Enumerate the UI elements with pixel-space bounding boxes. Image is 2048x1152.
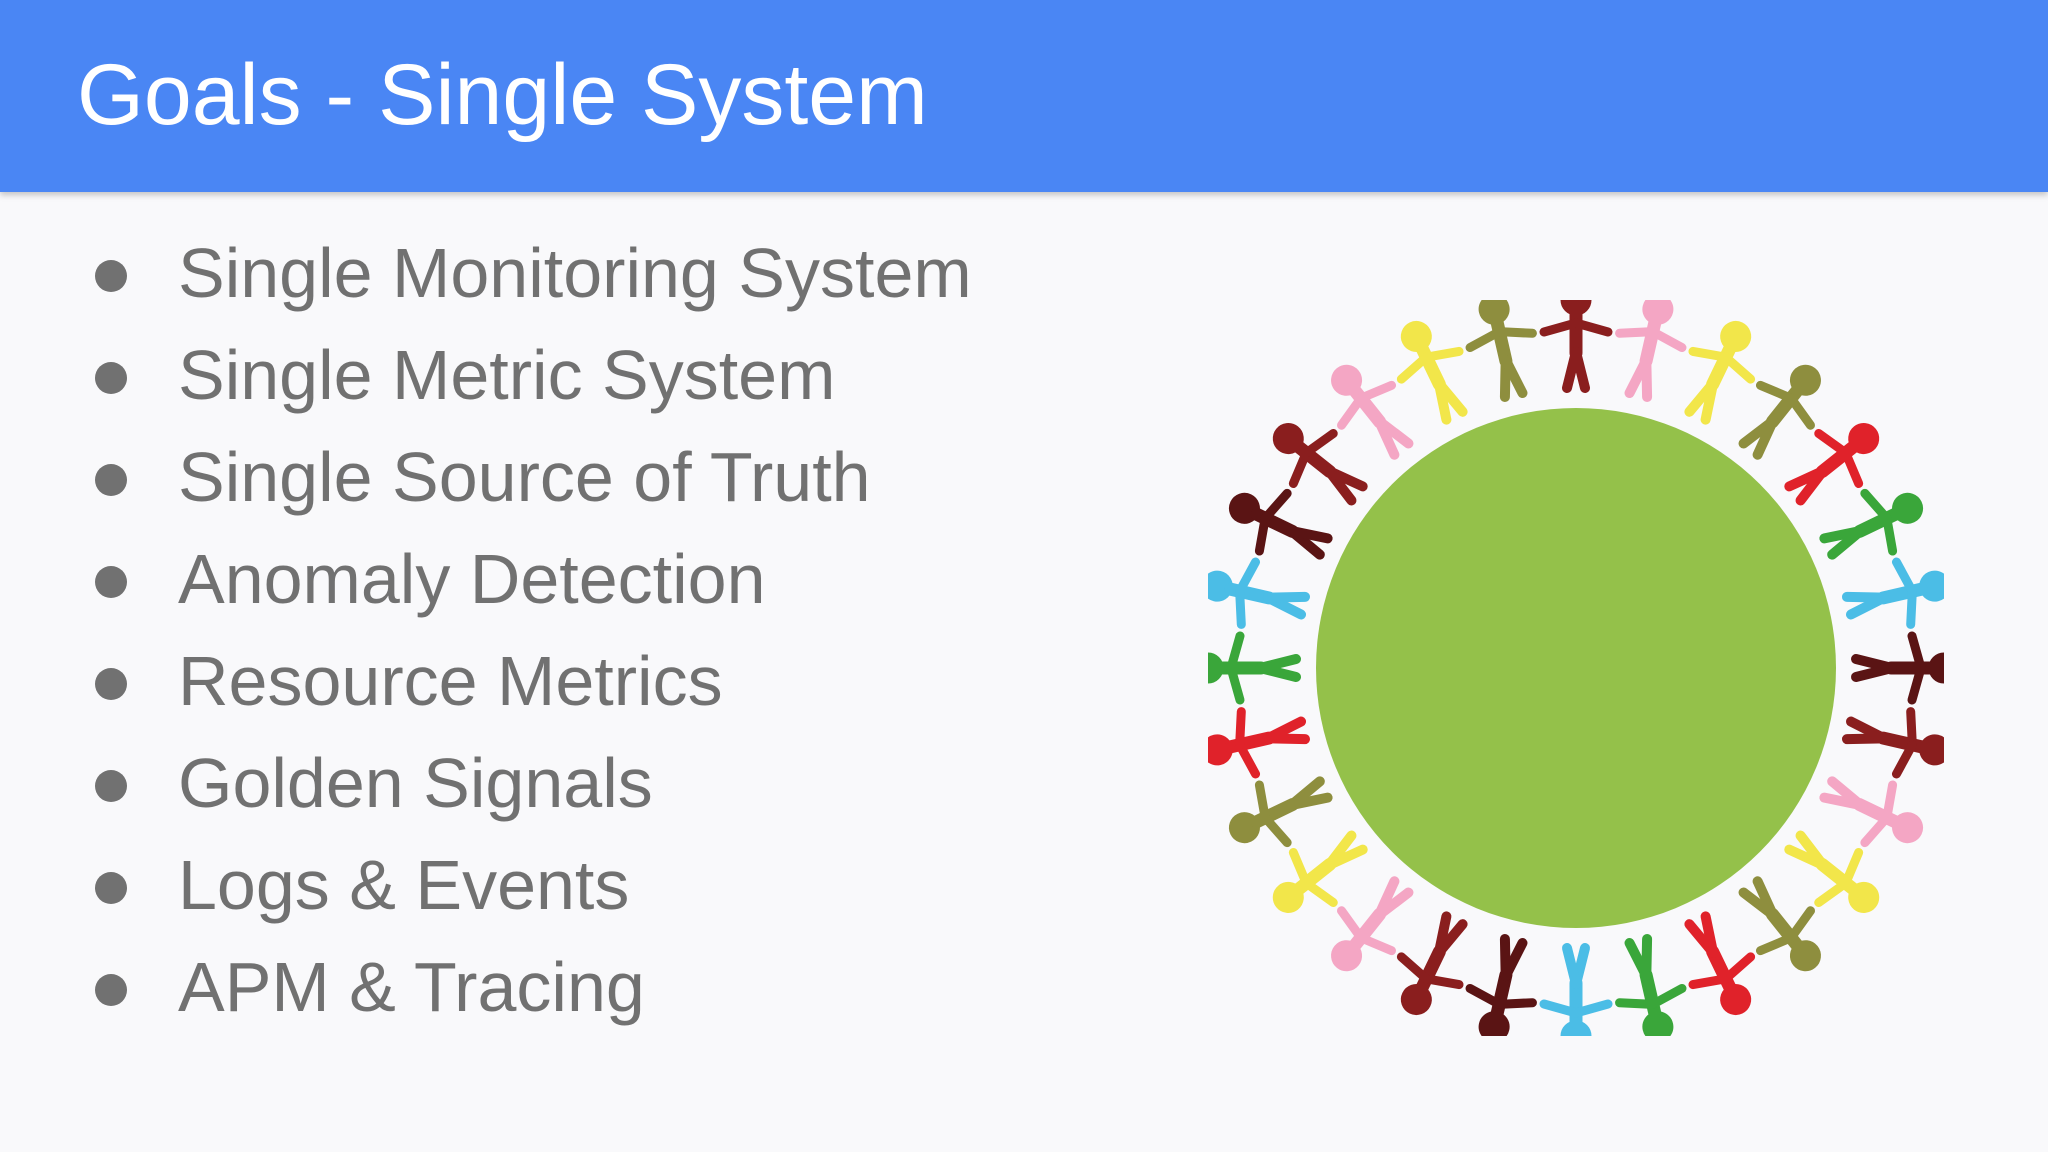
bullet-icon [95,464,127,496]
bullet-text: Golden Signals [178,744,653,822]
person-figure-icon [1607,934,1692,1036]
bullet-icon [95,872,127,904]
slide-title: Goals - Single System [77,47,928,143]
bullet-icon [95,260,127,292]
bullet-icon [95,770,127,802]
globe-circle [1316,408,1836,928]
person-figure-icon [1544,300,1608,388]
people-around-globe-icon [1208,300,1944,1036]
bullet-icon [95,668,127,700]
bullet-text: Single Metric System [178,336,836,414]
person-figure-icon [1460,934,1545,1036]
person-figure-icon [1460,300,1545,402]
person-figure-icon [1856,636,1944,700]
bullet-text: Single Source of Truth [178,438,871,516]
person-figure-icon [1669,906,1771,1027]
title-bar: Goals - Single System [0,0,2048,192]
person-figure-icon [1381,906,1483,1027]
bullet-text: Resource Metrics [178,642,723,720]
bullet-icon [95,362,127,394]
person-figure-icon [1814,473,1935,575]
bullet-text: Anomaly Detection [178,540,766,618]
person-figure-icon [1842,699,1944,784]
person-figure-icon [1842,552,1944,637]
bullet-text: Logs & Events [178,846,630,924]
bullet-text: Single Monitoring System [178,234,972,312]
person-figure-icon [1381,309,1483,430]
person-figure-icon [1544,948,1608,1036]
person-figure-icon [1217,473,1338,575]
person-figure-icon [1208,552,1310,637]
person-figure-icon [1607,300,1692,402]
person-figure-icon [1208,699,1310,784]
bullet-icon [95,974,127,1006]
person-figure-icon [1217,761,1338,863]
bullet-icon [95,566,127,598]
person-figure-icon [1208,636,1296,700]
person-figure-icon [1669,309,1771,430]
person-figure-icon [1814,761,1935,863]
bullet-text: APM & Tracing [178,948,645,1026]
